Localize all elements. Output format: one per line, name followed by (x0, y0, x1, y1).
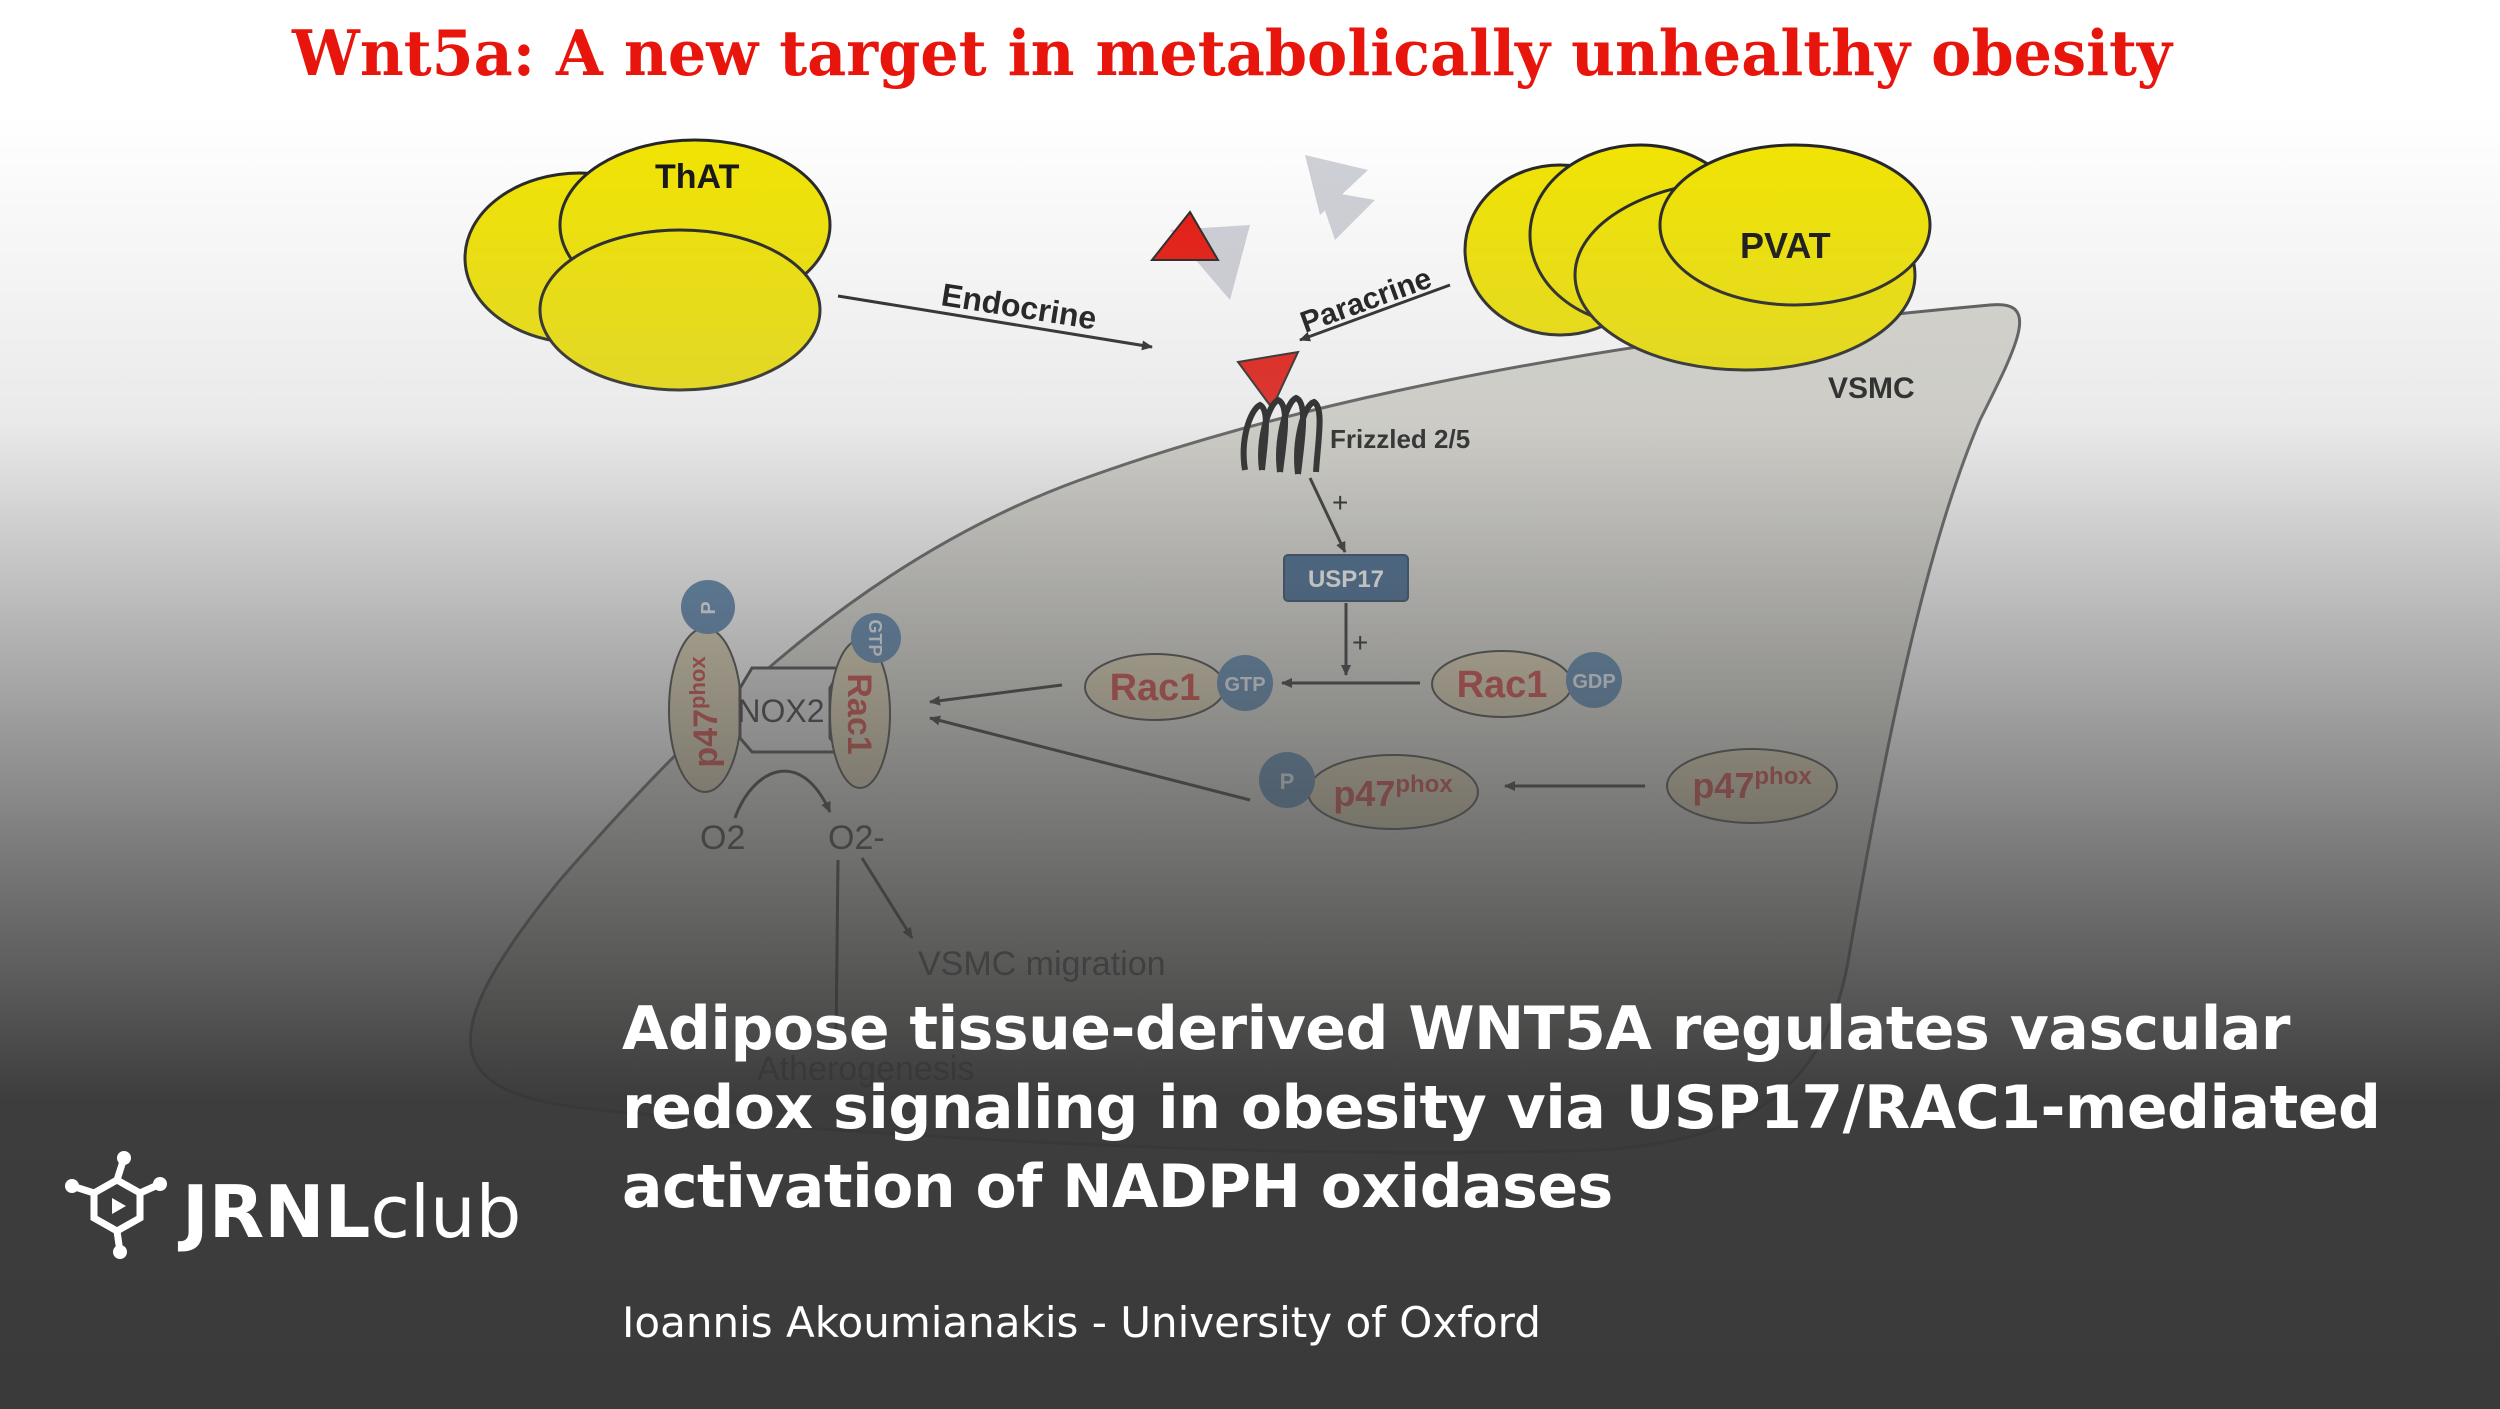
frizzled-label: Frizzled 2/5 (1330, 424, 1470, 454)
logo-wordmark: JRNLclub (182, 1170, 522, 1254)
o2-superoxide-label: O2- (828, 819, 885, 857)
migration-label: VSMC migration (918, 945, 1166, 983)
rac1-gtp-label: Rac1 (1110, 667, 1201, 709)
slide-title: Wnt5a: A new target in metabolically unh… (291, 16, 2174, 90)
nox2-label: NOX2 (737, 693, 824, 729)
that-label: ThAT (655, 158, 740, 196)
headline-line-3: activation of NADPH oxidases (622, 1152, 1613, 1222)
o2-label: O2 (700, 819, 745, 857)
vsmc-label: VSMC (1828, 372, 1915, 405)
endocrine-label: Endocrine (939, 276, 1099, 336)
plus-sign-2: + (1352, 627, 1368, 658)
plus-sign-1: + (1332, 487, 1348, 518)
headline-line-2: redox signaling in obesity via USP17/RAC… (622, 1073, 2381, 1143)
article-headline: Adipose tissue-derived WNT5A regulates v… (622, 990, 2462, 1227)
pvat-adipose (1463, 143, 1932, 372)
p-badge-label: P (1280, 769, 1295, 794)
complex-rac1-label: Rac1 (840, 673, 878, 754)
gtp-badge-label: GTP (1224, 674, 1265, 696)
headline-line-1: Adipose tissue-derived WNT5A regulates v… (622, 994, 2290, 1064)
complex-gtp-badge-label: GTP (865, 619, 885, 656)
author-byline: Ioannis Akoumianakis - University of Oxf… (622, 1298, 1541, 1347)
usp17-label: USP17 (1308, 566, 1384, 593)
rac1-gdp-label: Rac1 (1457, 664, 1548, 706)
jrnlclub-logo[interactable]: JRNLclub (62, 1150, 522, 1260)
complex-p-badge-label: P (698, 601, 720, 614)
wnt5a-ligands (1149, 155, 1375, 410)
that-adipose (463, 138, 832, 392)
molecule-icon (65, 1151, 167, 1259)
pvat-label: PVAT (1740, 225, 1831, 266)
paracrine-label: Paracrine (1296, 262, 1436, 340)
gdp-badge-label: GDP (1572, 671, 1615, 693)
